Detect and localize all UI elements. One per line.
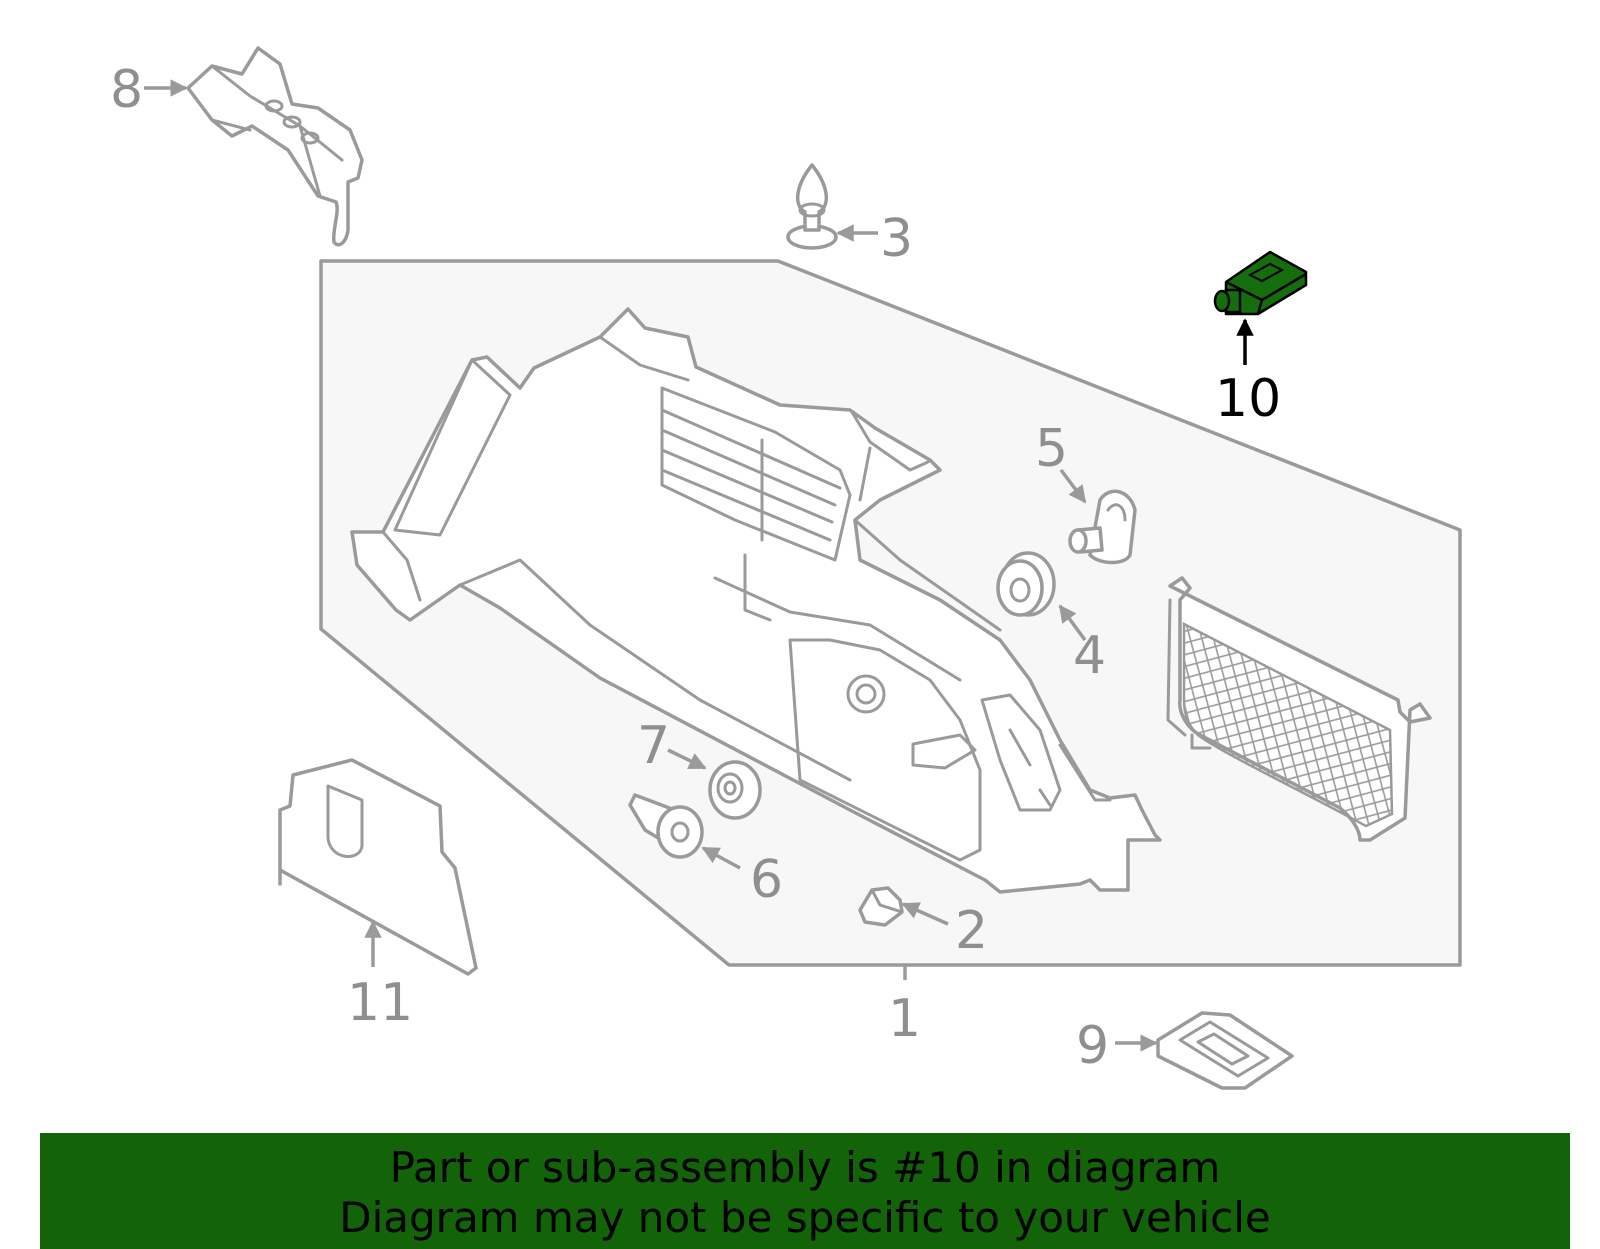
callout-3: 3	[880, 209, 913, 269]
cargo-net	[1166, 576, 1432, 842]
callout-1: 1	[888, 989, 921, 1049]
side-panel-part-11	[278, 758, 478, 976]
clip-part-2	[858, 886, 904, 927]
callout-8: 8	[110, 60, 143, 120]
grommet-part-7	[708, 760, 762, 820]
callout-2: 2	[955, 901, 988, 961]
callout-9: 9	[1076, 1016, 1109, 1076]
cover-part-9	[1156, 1011, 1294, 1090]
module-part-10	[1213, 250, 1308, 316]
push-pin-part-3	[786, 163, 838, 250]
bracket-part-8	[186, 46, 364, 247]
callout-5: 5	[1035, 419, 1068, 479]
banner-line-2: Diagram may not be specific to your vehi…	[339, 1193, 1271, 1242]
banner-line-1: Part or sub-assembly is #10 in diagram	[389, 1143, 1221, 1192]
grommet-part-4	[996, 551, 1056, 617]
callout-7: 7	[637, 716, 670, 776]
fastener-part-6	[628, 793, 704, 859]
info-banner: Part or sub-assembly is #10 in diagram D…	[40, 1133, 1570, 1249]
callout-10: 10	[1215, 369, 1281, 429]
callout-4: 4	[1073, 626, 1106, 686]
callout-6: 6	[750, 850, 783, 910]
retainer-part-5	[1068, 489, 1137, 565]
callout-11: 11	[347, 973, 413, 1033]
quarter-trim-panel	[350, 307, 1162, 894]
